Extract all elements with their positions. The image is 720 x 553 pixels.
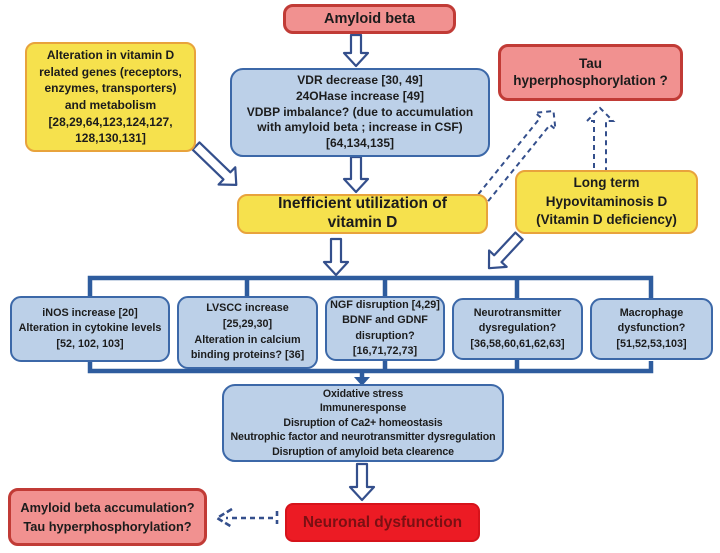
vdr-box: VDR decrease [30, 49]24OHase increase [4… [230,68,490,157]
accumulation-text: Amyloid beta accumulation?Tau hyperphosp… [20,499,195,534]
lvscc-node: LVSCC increase[25,29,30]Alteration in ca… [177,296,318,369]
dashed-arrow-neuronal-to-accumulation [214,507,279,529]
amyloid-beta-node: Amyloid beta [283,4,456,34]
branch-bus-bottom [87,359,654,378]
arrow-hypovitaminosis-to-branches [487,231,524,270]
accumulation-node: Amyloid beta accumulation?Tau hyperphosp… [8,488,207,546]
inos-node: iNOS increase [20]Alteration in cytokine… [10,296,170,362]
neuronal-dysfunction-node: Neuronal dysfunction [285,503,480,542]
branch-bus-top [87,275,654,299]
bus-arrowhead [354,377,370,386]
arrow-effects-to-neuronal [348,462,376,502]
inos-text: iNOS increase [20]Alteration in cytokine… [18,306,162,350]
neuronal-dysfunction-label: Neuronal dysfunction [302,513,463,531]
dashed-arrow-hypovitaminosis-to-tau [584,106,616,187]
lvscc-text: LVSCC increase[25,29,30]Alteration in ca… [190,302,305,362]
arrow-genes-to-inefficient [191,141,238,187]
dashed-arrow-inefficient-to-tau [476,109,557,204]
arrow-amyloid-to-vdr [342,33,370,68]
vdr-text: VDR decrease [30, 49]24OHase increase [4… [246,72,474,151]
amyloid-beta-label: Amyloid beta [323,10,416,27]
arrow-vdr-to-inefficient [342,155,370,194]
arrow-inefficient-to-branches [322,237,350,277]
